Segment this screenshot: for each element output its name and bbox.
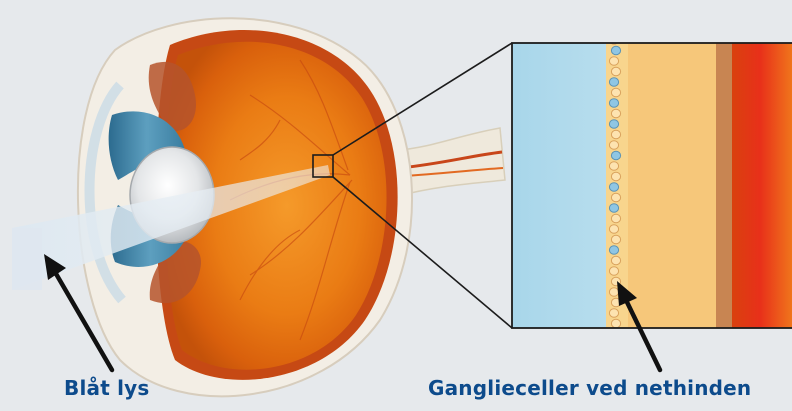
- optic-nerve: [398, 128, 505, 196]
- ganglion-cell: [609, 57, 618, 65]
- ganglion-cell: [611, 256, 620, 264]
- ganglion-cells-label: Ganglieceller ved nethinden: [428, 376, 751, 400]
- ganglion-cell: [609, 183, 618, 191]
- ganglion-cell: [609, 141, 618, 149]
- ganglion-cell: [611, 193, 620, 201]
- ganglion-cell: [611, 151, 620, 159]
- ganglion-cell: [609, 204, 618, 212]
- ganglion-cell: [609, 225, 618, 233]
- ganglion-cell: [609, 246, 618, 254]
- ganglion-cell: [611, 172, 620, 180]
- ganglion-cell: [611, 46, 620, 54]
- ganglion-cell: [611, 319, 620, 327]
- ganglion-cell: [609, 162, 618, 170]
- blue-light-label: Blåt lys: [64, 376, 150, 400]
- ganglion-cell: [611, 235, 620, 243]
- retina-zoom-panel: [512, 36, 792, 328]
- ganglion-cell: [609, 288, 618, 296]
- ganglion-cell: [609, 267, 618, 275]
- ganglion-cell: [611, 88, 620, 96]
- ganglion-cell: [609, 99, 618, 107]
- ganglion-cell: [609, 78, 618, 86]
- retina-layer-brown: [716, 43, 732, 328]
- retina-layer-red: [732, 43, 792, 328]
- ganglion-cell: [611, 109, 620, 117]
- ganglion-cell: [609, 309, 618, 317]
- ganglion-cell: [611, 67, 620, 75]
- ganglion-cell: [609, 120, 618, 128]
- ganglion-cell: [611, 214, 620, 222]
- ganglion-cell: [611, 130, 620, 138]
